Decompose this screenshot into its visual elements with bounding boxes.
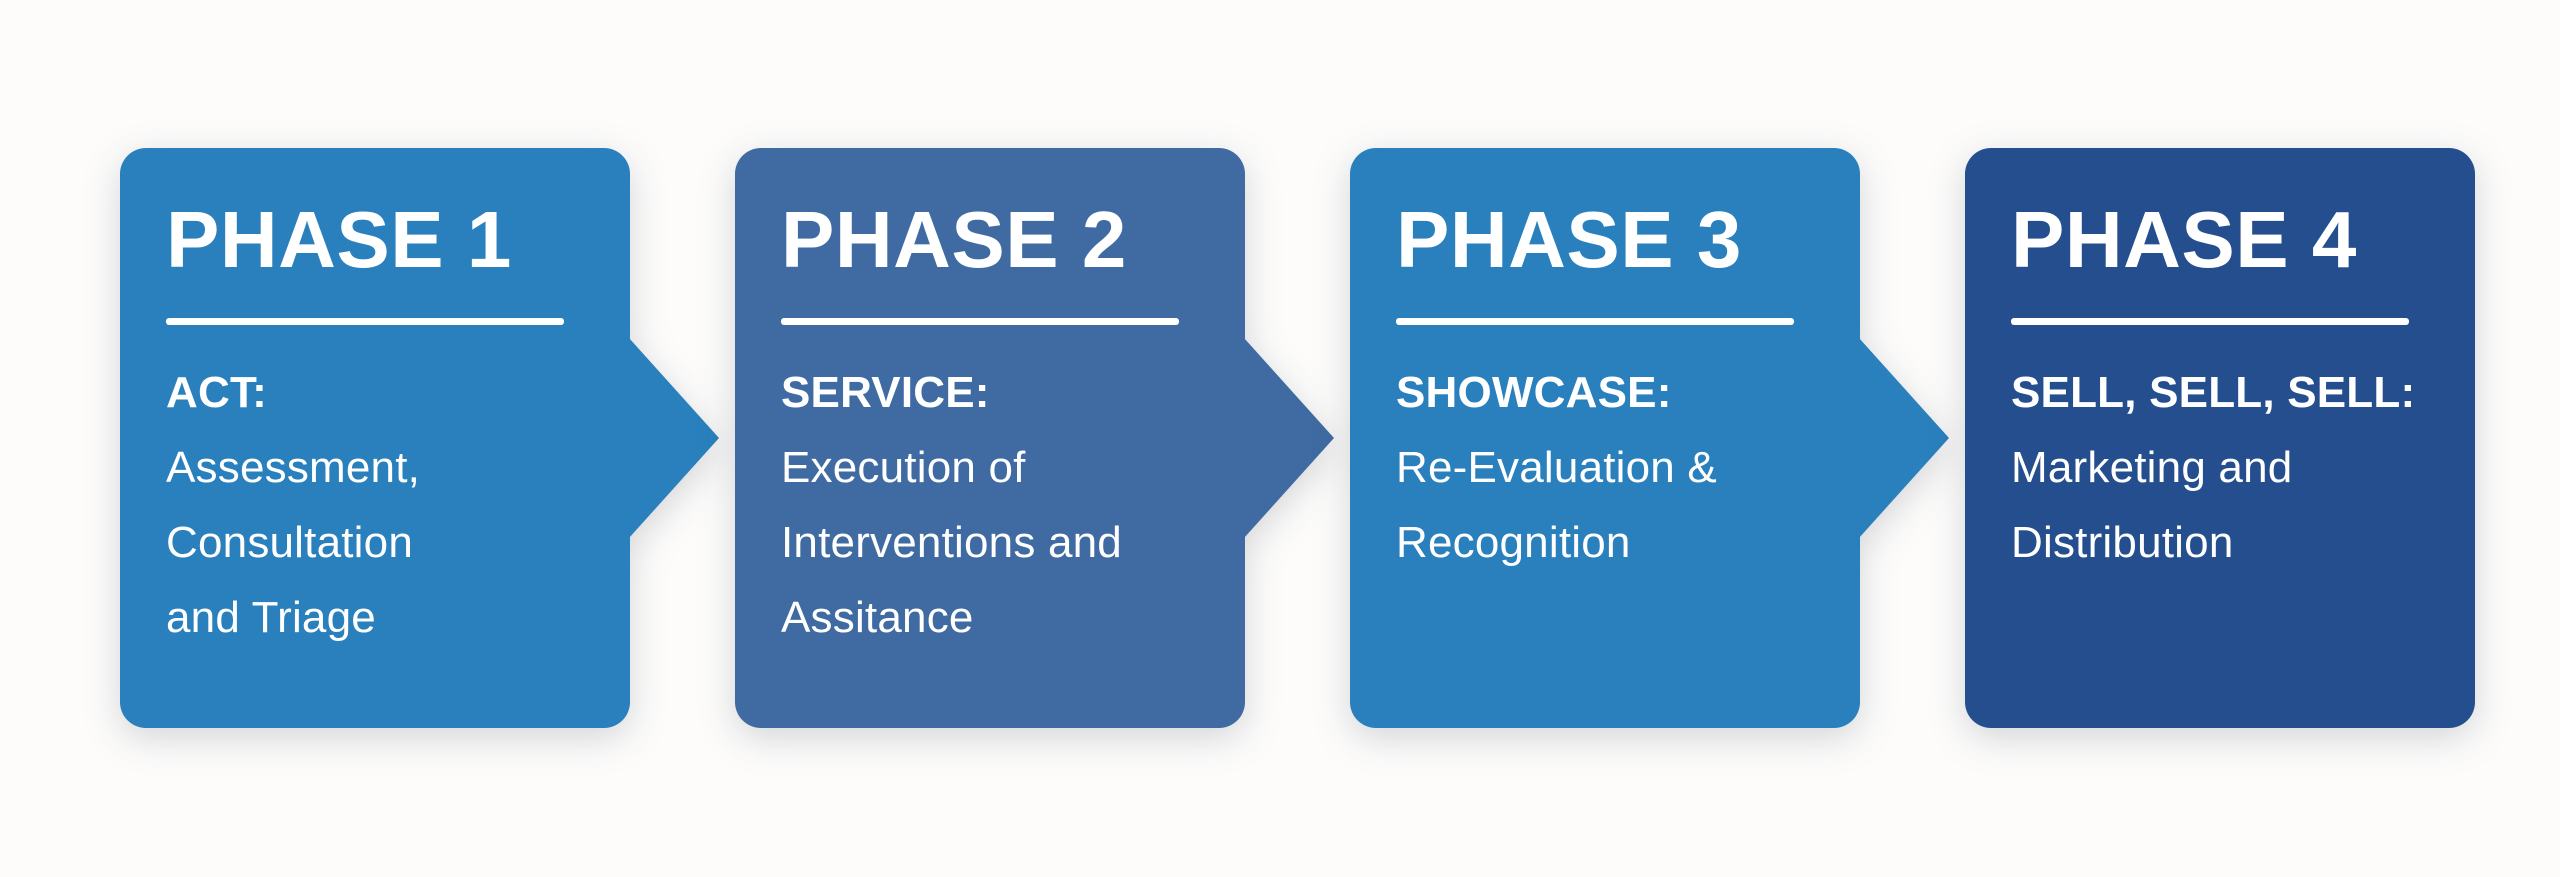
phase-title: PHASE 3	[1396, 195, 1742, 284]
phase-title: PHASE 4	[2011, 195, 2357, 284]
divider	[1396, 318, 1794, 325]
phase-label: SELL, SELL, SELL:	[2011, 368, 2416, 417]
flow-arrow-right-icon	[629, 338, 719, 538]
phase-title: PHASE 1	[166, 195, 512, 284]
divider	[781, 318, 1179, 325]
phase-description: Re-Evaluation &Recognition	[1396, 443, 1717, 567]
phase-text-block: SHOWCASE: Re-Evaluation &Recognition	[1396, 355, 1814, 580]
phase-title: PHASE 2	[781, 195, 1127, 284]
divider	[2011, 318, 2409, 325]
divider	[166, 318, 564, 325]
phase-label: ACT:	[166, 368, 268, 417]
phase-label: SERVICE:	[781, 368, 990, 417]
phase-card-3: PHASE 3 SHOWCASE: Re-Evaluation &Recogni…	[1350, 148, 1949, 728]
flow-arrow-right-icon	[1859, 338, 1949, 538]
flow-arrow-right-icon	[1244, 338, 1334, 538]
phase-label: SHOWCASE:	[1396, 368, 1672, 417]
